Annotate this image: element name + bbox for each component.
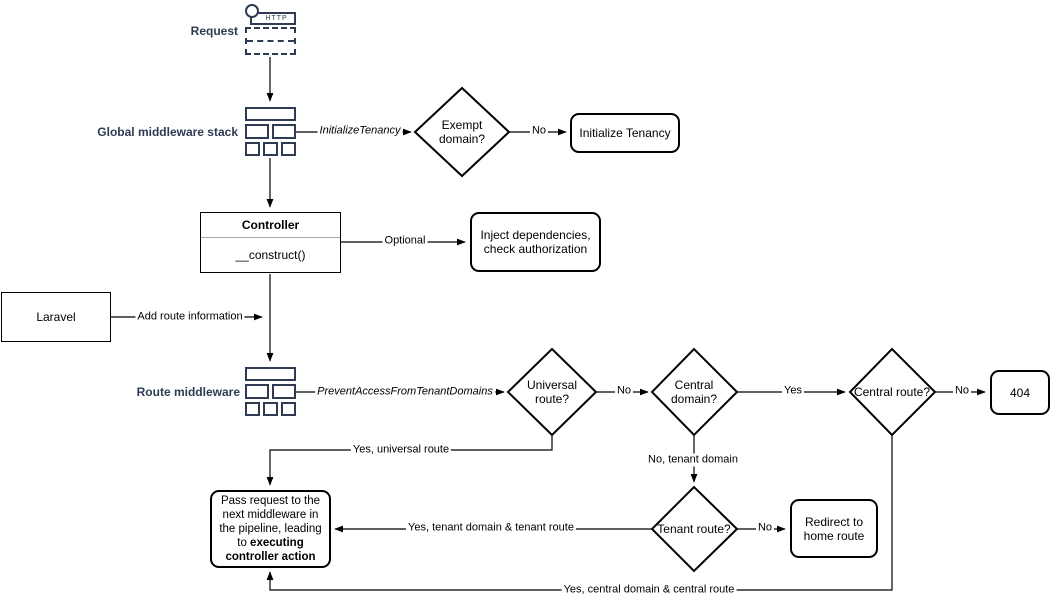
brick-cell	[245, 401, 260, 416]
route-middleware-label: Route middleware	[136, 385, 240, 399]
pass-request-text: Pass request to the next middleware in t…	[219, 495, 322, 549]
decision-tenant-route: Tenant route?	[657, 522, 731, 536]
node-controller: Controller __construct()	[200, 212, 341, 273]
edge-label-initialize-tenancy: InitializeTenancy	[317, 124, 403, 138]
request-circle-icon	[245, 4, 259, 18]
controller-title: Controller	[201, 213, 340, 238]
edge-label-yes-central-domain: Yes	[782, 384, 804, 398]
node-redirect-home: Redirect to home route	[790, 499, 878, 558]
edge-label-yes-central-route: Yes, central domain & central route	[561, 583, 737, 597]
brick-cell	[245, 384, 269, 399]
edge-label-no-tenant-route: No	[755, 521, 775, 535]
edge-label-no-universal: No	[614, 384, 634, 398]
global-middleware-stack-label: Global middleware stack	[97, 125, 238, 139]
edge-label-prevent-access: PreventAccessFromTenantDomains	[315, 385, 495, 399]
decision-central-route-shape	[848, 347, 937, 437]
edge-label-no-central-route: No	[952, 384, 972, 398]
node-initialize-tenancy: Initialize Tenancy	[570, 113, 680, 153]
edge-label-optional: Optional	[382, 234, 428, 248]
brick-cell	[281, 401, 296, 416]
brick-cell	[245, 124, 269, 139]
brick-cell	[272, 124, 296, 139]
pass-request-bold-text: executing controller action	[225, 537, 316, 563]
controller-constructor: __construct()	[235, 248, 306, 262]
decision-central-route: Central route?	[853, 385, 931, 399]
node-inject-dependencies: Inject dependencies, check authorization	[470, 212, 601, 272]
decision-exempt-domain: Exempt domain?	[438, 118, 486, 146]
decision-exempt-domain-shape	[413, 86, 511, 178]
request-label: Request	[190, 24, 238, 38]
node-404: 404	[990, 370, 1050, 415]
decision-universal-route: Universal route?	[526, 378, 577, 406]
global-middleware-stack-icon	[245, 107, 296, 156]
brick-cell	[263, 401, 278, 416]
request-body-divider	[247, 40, 294, 42]
http-badge: HTTP	[250, 12, 296, 25]
node-laravel: Laravel	[1, 292, 111, 342]
brick-cell	[272, 384, 296, 399]
edge-label-no-exempt: No	[529, 124, 549, 138]
edge-label-yes-tenant-route: Yes, tenant domain & tenant route	[406, 521, 576, 535]
decision-universal-route-shape	[506, 347, 598, 437]
decision-tenant-route-shape	[650, 485, 739, 573]
route-middleware-icon	[245, 367, 296, 416]
request-body-icon	[245, 27, 296, 55]
brick-cell	[281, 141, 296, 156]
brick-cell	[245, 107, 296, 122]
edge-label-add-route-information: Add route information	[135, 310, 245, 324]
node-pass-request: Pass request to the next middleware in t…	[210, 490, 331, 568]
brick-cell	[245, 141, 260, 156]
brick-cell	[245, 367, 296, 382]
edge-label-no-tenant-domain: No, tenant domain	[646, 453, 740, 467]
decision-central-domain: Central domain?	[670, 378, 718, 406]
edge-label-yes-universal-route: Yes, universal route	[350, 443, 452, 457]
brick-cell	[263, 141, 278, 156]
decision-central-domain-shape	[650, 347, 739, 437]
